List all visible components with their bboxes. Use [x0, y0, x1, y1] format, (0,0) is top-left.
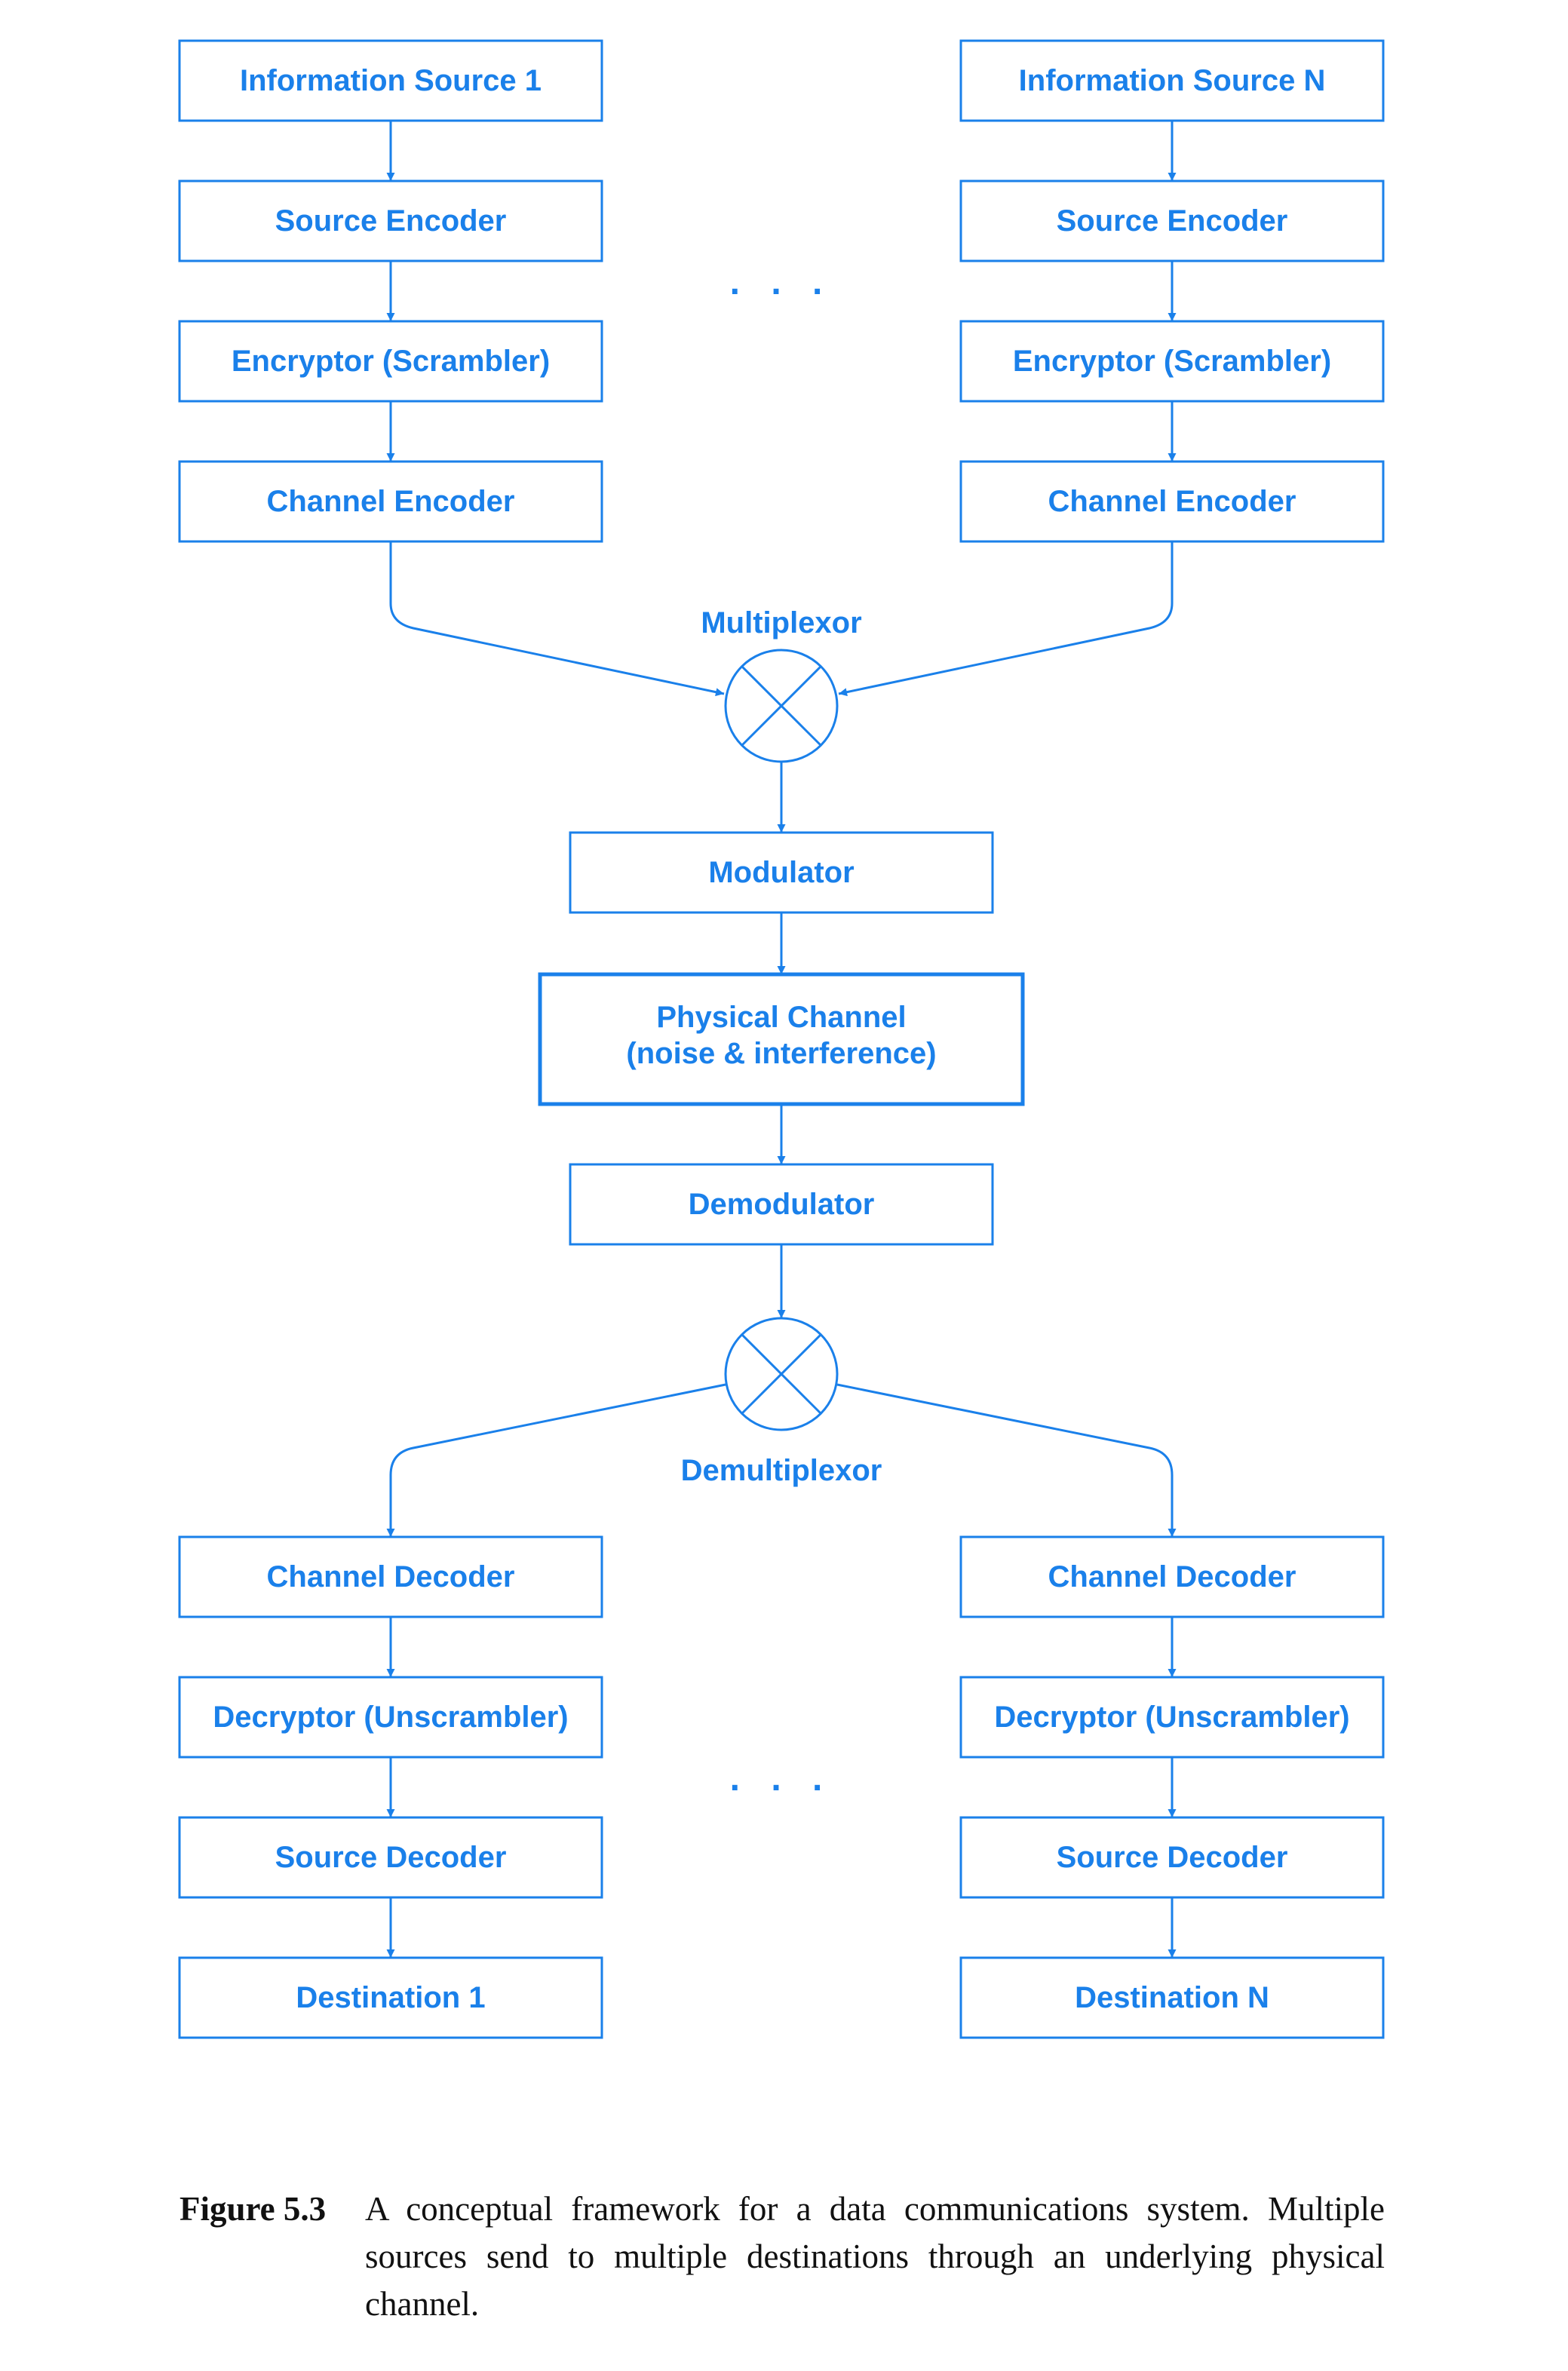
left-decryptor-box: Decryptor (Unscrambler) [178, 1676, 603, 1759]
left-source-decoder-label: Source Decoder [275, 1841, 507, 1874]
right-channel-encoder-box: Channel Encoder [959, 460, 1385, 543]
right-information-source-box: Information Source N [959, 39, 1385, 122]
left-source-encoder-label: Source Encoder [275, 204, 507, 238]
caption-text: A conceptual framework for a data commun… [365, 2190, 1385, 2323]
physical-channel-box: Physical Channel (noise & interference) [538, 972, 1025, 1106]
arrow-right-channel-encoder-to-multiplexor [838, 541, 1174, 697]
left-channel-encoder-label: Channel Encoder [267, 485, 515, 518]
right-channel-encoder-label: Channel Encoder [1048, 485, 1296, 518]
left-encryptor-label: Encryptor (Scrambler) [232, 345, 550, 378]
caption-label: Figure 5.3 [180, 2190, 327, 2228]
arrow-left-channel-encoder-to-multiplexor [389, 541, 725, 697]
left-decryptor-label: Decryptor (Unscrambler) [213, 1701, 568, 1734]
bottom-ellipsis: . . . [730, 1759, 833, 1799]
right-channel-decoder-box: Channel Decoder [959, 1535, 1385, 1618]
modulator-label: Modulator [708, 856, 854, 889]
left-information-source-box: Information Source 1 [178, 39, 603, 122]
right-source-encoder-label: Source Encoder [1057, 204, 1288, 238]
left-source-encoder-box: Source Encoder [178, 179, 603, 262]
left-source-decoder-box: Source Decoder [178, 1816, 603, 1899]
physical-channel-subtitle: (noise & interference) [626, 1037, 936, 1070]
multiplexor-label: Multiplexor [701, 606, 861, 640]
right-destination-label: Destination N [1075, 1981, 1269, 2014]
left-channel-encoder-box: Channel Encoder [178, 460, 603, 543]
right-source-decoder-label: Source Decoder [1057, 1841, 1288, 1874]
right-encryptor-label: Encryptor (Scrambler) [1013, 345, 1331, 378]
demultiplexor-symbol [724, 1317, 839, 1431]
multiplexor-symbol [724, 649, 839, 763]
arrow-demultiplexor-to-right-channel-decoder [836, 1383, 1177, 1537]
left-information-source-label: Information Source 1 [240, 64, 542, 97]
right-decryptor-label: Decryptor (Unscrambler) [994, 1701, 1349, 1734]
right-source-decoder-box: Source Decoder [959, 1816, 1385, 1899]
communications-diagram: Information Source 1 Source Encoder Encr… [178, 39, 1385, 2039]
right-channel-decoder-label: Channel Decoder [1048, 1560, 1296, 1593]
demodulator-label: Demodulator [689, 1188, 875, 1221]
right-encryptor-box: Encryptor (Scrambler) [959, 320, 1385, 403]
demultiplexor-label: Demultiplexor [681, 1454, 882, 1487]
modulator-box: Modulator [569, 831, 994, 914]
left-encryptor-box: Encryptor (Scrambler) [178, 320, 603, 403]
right-destination-box: Destination N [959, 1956, 1385, 2039]
left-destination-label: Destination 1 [296, 1981, 485, 2014]
arrow-demultiplexor-to-left-channel-decoder [386, 1383, 726, 1537]
left-channel-decoder-label: Channel Decoder [267, 1560, 515, 1593]
figure-caption: Figure 5.3 A conceptual framework for a … [180, 2185, 1385, 2328]
right-information-source-label: Information Source N [1019, 64, 1326, 97]
top-ellipsis: . . . [730, 262, 833, 302]
demodulator-box: Demodulator [569, 1163, 994, 1246]
right-source-encoder-box: Source Encoder [959, 179, 1385, 262]
right-decryptor-box: Decryptor (Unscrambler) [959, 1676, 1385, 1759]
left-destination-box: Destination 1 [178, 1956, 603, 2039]
physical-channel-title: Physical Channel [656, 1001, 906, 1034]
left-channel-decoder-box: Channel Decoder [178, 1535, 603, 1618]
